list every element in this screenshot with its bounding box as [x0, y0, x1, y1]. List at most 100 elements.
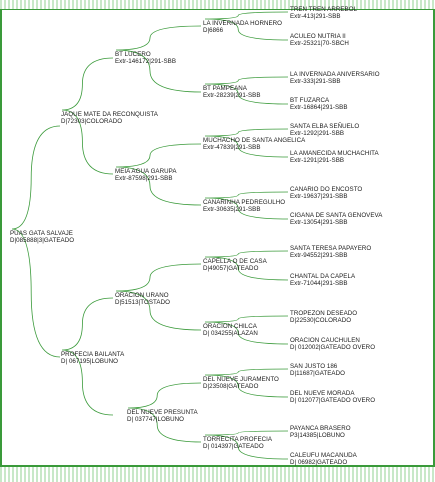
sire-sire-name: BT LUCERO [115, 51, 151, 58]
ss-sire-node: LA INVERNADA HORNERO D|6866 [203, 20, 282, 35]
sdd-sire-node: CANARIO DO ENCOSTO Extr-19637|291-SBB [290, 186, 362, 201]
ssd-dam-name: BT FUZARCA [290, 97, 330, 104]
gen4-ddd-bracket [204, 430, 289, 460]
dds-dam-registration: D| 012077|GATEADO OVERO [290, 397, 376, 405]
dss-sire-node: SANTA TERESA PAPAYERO Extr-94552|291-SBB [290, 245, 371, 260]
sd-sire-name: MUCHACHO DE SANTA ANGELICA [203, 137, 306, 144]
dsd-dam-name: ORACION CAUCHULEN [290, 337, 360, 344]
sd-sire-registration: Extr-47839|291-SBB [203, 144, 261, 152]
dsd-sire-registration: D|22530|COLORADO [290, 317, 352, 325]
dds-sire-name: SAN JUSTO 186 [290, 363, 338, 370]
ds-dam-registration: D| 034255|ALAZAN [203, 330, 258, 338]
dds-dam-node: DEL NUEVE MORADA D| 012077|GATEADO OVERO [290, 390, 375, 405]
sire-dam-registration: Extr-87598|291-SBB [115, 175, 173, 183]
dam-name: PROFECIA BAILANTA [61, 351, 125, 358]
ss-sire-name: LA INVERNADA HORNERO [203, 20, 283, 27]
ds-sire-registration: D|49057|GATEADO [203, 265, 259, 273]
dam-dam-name: DEL NUEVE PRESUNTA [127, 409, 198, 416]
sire-sire-registration: Extr-146172|291-SBB [115, 58, 177, 66]
dam-dam-registration: D| 037747|LOBUNO [127, 416, 184, 424]
gen4-ssd-bracket [204, 76, 289, 105]
ssd-dam-registration: Extr-16864|291-SBB [290, 104, 348, 112]
ss-dam-registration: Extr-28239|291-SBB [203, 92, 261, 100]
dam-node: PROFECIA BAILANTA D| 067195|LOBUNO [61, 351, 124, 366]
ss-sire-registration: D|6866 [203, 27, 224, 35]
gen4-sds-bracket [204, 128, 289, 158]
subject-node: PUAS GATA SALVAJE D|085888|3|GATEADO [10, 230, 74, 245]
top-decorative-band [0, 0, 435, 10]
sire-registration: D|72303|COLORADO [61, 118, 123, 126]
dss-sire-registration: Extr-94552|291-SBB [290, 252, 348, 260]
dd-dam-registration: D| 014397|GATEADO [203, 443, 264, 451]
sd-sire-node: MUCHACHO DE SANTA ANGELICA Extr-47839|29… [203, 137, 305, 152]
sss-dam-node: ACULEO NUTRIA II Extr-25321|70-SBCH [290, 33, 349, 48]
ds-dam-node: ORACION CHILCA D| 034255|ALAZAN [203, 323, 258, 338]
sire-dam-name: MEIA AGUA GARUPA [115, 168, 177, 175]
sire-sire-node: BT LUCERO Extr-146172|291-SBB [115, 51, 176, 66]
ddd-sire-node: PAYANCA BRASERO P3|14385|LOBUNO [290, 425, 351, 440]
ds-dam-name: ORACION CHILCA [203, 323, 257, 330]
dam-sire-name: ORACION URANO [115, 292, 169, 299]
dam-sire-registration: D|51513|TOSTADO [115, 299, 170, 307]
gen1-bracket [11, 125, 61, 358]
ssd-sire-node: LA INVERNADA ANIVERSARIO Extr-333|291-SB… [290, 71, 380, 86]
ds-sire-node: CAPELLA O DE CASA D|49057|GATEADO [203, 258, 267, 273]
dss-dam-node: CHANTAL DA CAPELA Extr-71044|291-SBB [290, 273, 355, 288]
sds-dam-registration: Extr-1291|291-SBB [290, 157, 345, 165]
ss-dam-node: BT PAMPEANA Extr-28239|291-SBB [203, 85, 261, 100]
gen2-sire-bracket [61, 57, 114, 175]
dsd-sire-name: TROPEZON DESEADO [290, 310, 358, 317]
dd-dam-name: TORRECITA PROFECIA [203, 436, 273, 443]
gen4-dds-bracket [204, 368, 289, 398]
dsd-dam-registration: D| 012002|GATEADO OVERO [290, 344, 376, 352]
dd-dam-node: TORRECITA PROFECIA D| 014397|GATEADO [203, 436, 272, 451]
dsd-sire-node: TROPEZON DESEADO D|22530|COLORADO [290, 310, 357, 325]
sire-dam-node: MEIA AGUA GARUPA Extr-87598|291-SBB [115, 168, 177, 183]
dds-sire-registration: D|11687|GATEADO [290, 370, 345, 378]
sds-sire-node: SANTA ELBA SEÑUELO Extr-1292|291-SBB [290, 123, 359, 138]
gen3-dd-bracket [127, 382, 202, 443]
ddd-dam-node: CALEUFU MACANUDA D| 06982|GATEADO [290, 452, 357, 467]
ssd-sire-registration: Extr-333|291-SBB [290, 78, 341, 86]
ss-dam-name: BT PAMPEANA [203, 85, 247, 92]
dsd-dam-node: ORACION CAUCHULEN D| 012002|GATEADO OVER… [290, 337, 375, 352]
dam-dam-node: DEL NUEVE PRESUNTA D| 037747|LOBUNO [127, 409, 198, 424]
dss-sire-name: SANTA TERESA PAPAYERO [290, 245, 372, 252]
sire-node: JAQUE MATE DA RECONQUISTA D|72303|COLORA… [61, 111, 158, 126]
ssd-sire-name: LA INVERNADA ANIVERSARIO [290, 71, 380, 78]
gen4-dss-bracket [204, 250, 289, 281]
gen3-ds-bracket [115, 263, 202, 331]
ssd-dam-node: BT FUZARCA Extr-16864|291-SBB [290, 97, 348, 112]
dd-sire-name: DEL NUEVE JURAMENTO [203, 376, 279, 383]
ddd-dam-registration: D| 06982|GATEADO [290, 459, 348, 467]
dam-sire-node: ORACION URANO D|51513|TOSTADO [115, 292, 170, 307]
sire-name: JAQUE MATE DA RECONQUISTA [61, 111, 158, 118]
sd-dam-name: CANARINHA PEDREGULHO [203, 199, 286, 206]
ddd-dam-name: CALEUFU MACANUDA [290, 452, 357, 459]
sds-sire-name: SANTA ELBA SEÑUELO [290, 123, 360, 130]
gen4-sdd-bracket [204, 191, 289, 220]
ds-sire-name: CAPELLA O DE CASA [203, 258, 267, 265]
subject-name: PUAS GATA SALVAJE [10, 230, 73, 237]
sds-dam-node: LA AMANECIDA MUCHACHITA Extr-1291|291-SB… [290, 150, 379, 165]
sd-dam-node: CANARINHA PEDREGULHO Extr-30635|291-SBB [203, 199, 285, 214]
ddd-sire-registration: P3|14385|LOBUNO [290, 432, 345, 440]
sdd-sire-registration: Extr-19637|291-SBB [290, 193, 348, 201]
sss-dam-name: ACULEO NUTRIA II [290, 33, 346, 40]
sss-dam-registration: Extr-25321|70-SBCH [290, 40, 349, 48]
dd-sire-registration: D|23508|GATEADO [203, 383, 259, 391]
dds-sire-node: SAN JUSTO 186 D|11687|GATEADO [290, 363, 345, 378]
dds-dam-name: DEL NUEVE MORADA [290, 390, 355, 397]
sdd-sire-name: CANARIO DO ENCOSTO [290, 186, 363, 193]
sdd-dam-node: CIGANA DE SANTA GENOVEVA Extr-13054|291-… [290, 212, 382, 227]
sds-dam-name: LA AMANECIDA MUCHACHITA [290, 150, 379, 157]
bottom-decorative-band [0, 465, 435, 482]
dss-dam-registration: Extr-71044|291-SBB [290, 280, 348, 288]
dam-registration: D| 067195|LOBUNO [61, 358, 118, 366]
gen4-dsd-bracket [204, 315, 289, 345]
subject-registration: D|085888|3|GATEADO [10, 237, 75, 245]
sss-sire-registration: Extr-413|291-SBB [290, 13, 341, 21]
dss-dam-name: CHANTAL DA CAPELA [290, 273, 356, 280]
sss-sire-name: TREN TREN ARREBOL [290, 6, 358, 13]
